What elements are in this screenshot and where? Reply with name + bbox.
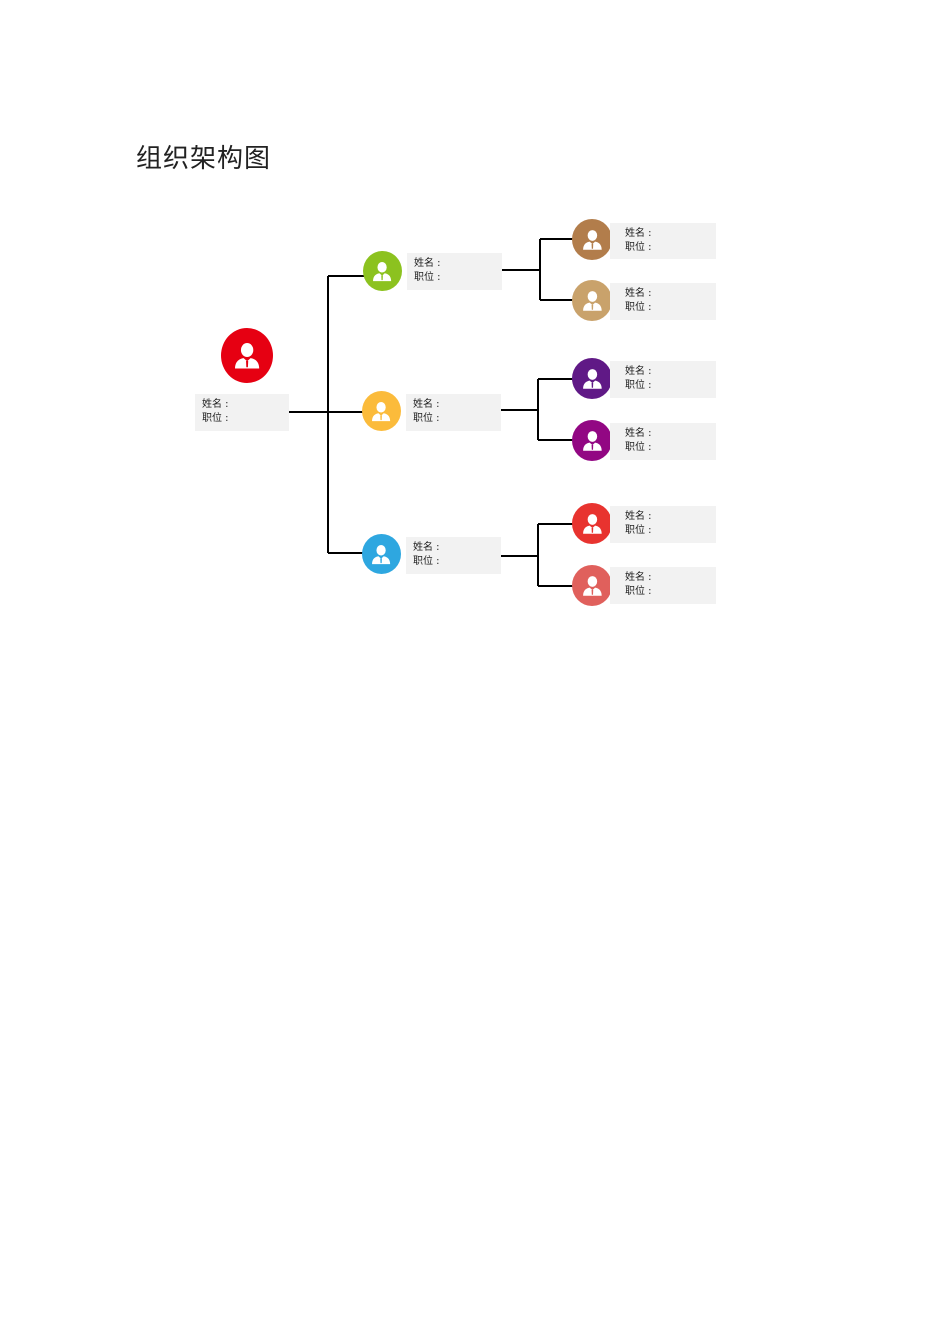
node-l2-5-avatar (572, 503, 612, 544)
position-label: 职位 : (625, 586, 652, 597)
node-root-card: 姓名 : 职位 : (195, 394, 289, 431)
person-icon (372, 401, 391, 422)
person-icon (582, 291, 602, 311)
node-l2-6-card: 姓名 : 职位 : (610, 567, 716, 604)
person-icon (582, 431, 602, 451)
page-title: 组织架构图 (136, 144, 272, 174)
position-label: 职位 : (202, 413, 229, 424)
position-label: 职位 : (625, 242, 652, 253)
person-icon (582, 576, 602, 596)
node-l2-4-card: 姓名 : 职位 : (610, 423, 716, 460)
node-l1-3-card: 姓名 : 职位 : (406, 537, 501, 574)
node-l2-6-avatar (572, 565, 612, 606)
node-l1-3-avatar (362, 534, 401, 574)
name-label: 姓名 : (625, 572, 652, 583)
node-l2-3-avatar (572, 358, 612, 399)
name-label: 姓名 : (413, 399, 440, 410)
node-l2-4-avatar (572, 420, 612, 461)
person-icon (582, 369, 602, 389)
node-l1-2-card: 姓名 : 职位 : (406, 394, 501, 431)
node-l2-1-card: 姓名 : 职位 : (610, 223, 716, 259)
position-label: 职位 : (414, 272, 441, 283)
node-root-avatar (221, 328, 273, 383)
person-icon (234, 343, 260, 369)
person-icon (582, 514, 602, 534)
name-label: 姓名 : (625, 366, 652, 377)
name-label: 姓名 : (413, 542, 440, 553)
node-l1-1-card: 姓名 : 职位 : (407, 253, 502, 290)
node-l1-1-avatar (363, 251, 402, 291)
node-l1-2-avatar (362, 391, 401, 431)
person-icon (373, 261, 392, 282)
node-l2-2-avatar (572, 280, 612, 321)
person-icon (582, 230, 602, 250)
position-label: 职位 : (413, 413, 440, 424)
position-label: 职位 : (625, 380, 652, 391)
node-l2-1-avatar (572, 219, 612, 260)
position-label: 职位 : (413, 556, 440, 567)
person-icon (372, 544, 391, 565)
node-l2-3-card: 姓名 : 职位 : (610, 361, 716, 398)
node-l2-5-card: 姓名 : 职位 : (610, 506, 716, 543)
name-label: 姓名 : (202, 399, 229, 410)
name-label: 姓名 : (625, 288, 652, 299)
position-label: 职位 : (625, 442, 652, 453)
position-label: 职位 : (625, 525, 652, 536)
name-label: 姓名 : (414, 258, 441, 269)
name-label: 姓名 : (625, 511, 652, 522)
name-label: 姓名 : (625, 428, 652, 439)
position-label: 职位 : (625, 302, 652, 313)
name-label: 姓名 : (625, 228, 652, 239)
node-l2-2-card: 姓名 : 职位 : (610, 283, 716, 320)
